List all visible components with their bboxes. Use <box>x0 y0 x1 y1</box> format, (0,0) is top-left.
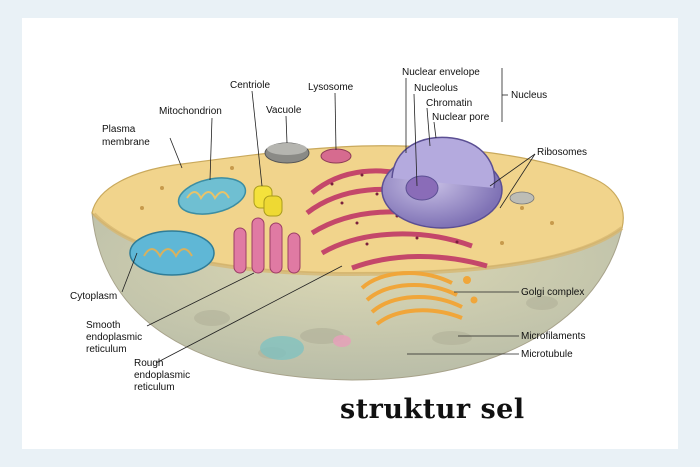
nucleolus <box>405 175 439 201</box>
label-cytoplasm: Cytoplasm <box>70 291 117 302</box>
label-rough-er-1: Rough <box>134 358 163 369</box>
label-nucleolus: Nucleolus <box>414 83 458 94</box>
label-plasma-membrane-2: membrane <box>102 137 150 148</box>
label-centriole: Centriole <box>230 80 270 91</box>
label-smooth-er-1: Smooth <box>86 320 120 331</box>
label-smooth-er-3: reticulum <box>86 344 127 355</box>
label-golgi-complex: Golgi complex <box>521 287 584 298</box>
label-chromatin: Chromatin <box>426 98 472 109</box>
lower-vacuole <box>260 336 304 360</box>
label-microfilaments: Microfilaments <box>521 331 585 342</box>
smooth-er <box>233 217 301 274</box>
label-rough-er-2: endoplasmic <box>134 370 190 381</box>
leader-lines <box>121 68 536 364</box>
golgi-vesicle <box>463 276 471 284</box>
centriole <box>253 185 283 217</box>
diagram-caption: struktur sel <box>340 394 525 425</box>
label-rough-er-3: reticulum <box>134 382 175 393</box>
vacuole-top <box>267 143 307 155</box>
label-vacuole: Vacuole <box>266 105 302 116</box>
cytoplasm-granules <box>140 166 554 245</box>
label-mitochondrion: Mitochondrion <box>159 106 222 117</box>
small-vacuole <box>509 191 535 205</box>
label-nucleus: Nucleus <box>511 90 547 101</box>
label-lysosome: Lysosome <box>308 82 354 93</box>
diagram-frame: Plasma membrane Mitochondrion Centriole … <box>22 18 678 449</box>
animal-cell-diagram: Plasma membrane Mitochondrion Centriole … <box>70 67 624 393</box>
lysosome <box>320 148 352 164</box>
nucleus <box>381 136 503 229</box>
label-microtubule: Microtubule <box>521 349 573 360</box>
label-nuclear-envelope: Nuclear envelope <box>402 67 480 78</box>
golgi-vesicle <box>470 296 478 304</box>
label-plasma-membrane-1: Plasma <box>102 124 136 135</box>
label-ribosomes: Ribosomes <box>537 147 587 158</box>
label-nuclear-pore: Nuclear pore <box>432 112 490 123</box>
mitochondrion-lower <box>129 230 215 276</box>
label-smooth-er-2: endoplasmic <box>86 332 142 343</box>
mitochondrion-upper <box>177 177 247 215</box>
golgi-complex <box>360 270 463 326</box>
lower-lysosome <box>333 335 351 347</box>
